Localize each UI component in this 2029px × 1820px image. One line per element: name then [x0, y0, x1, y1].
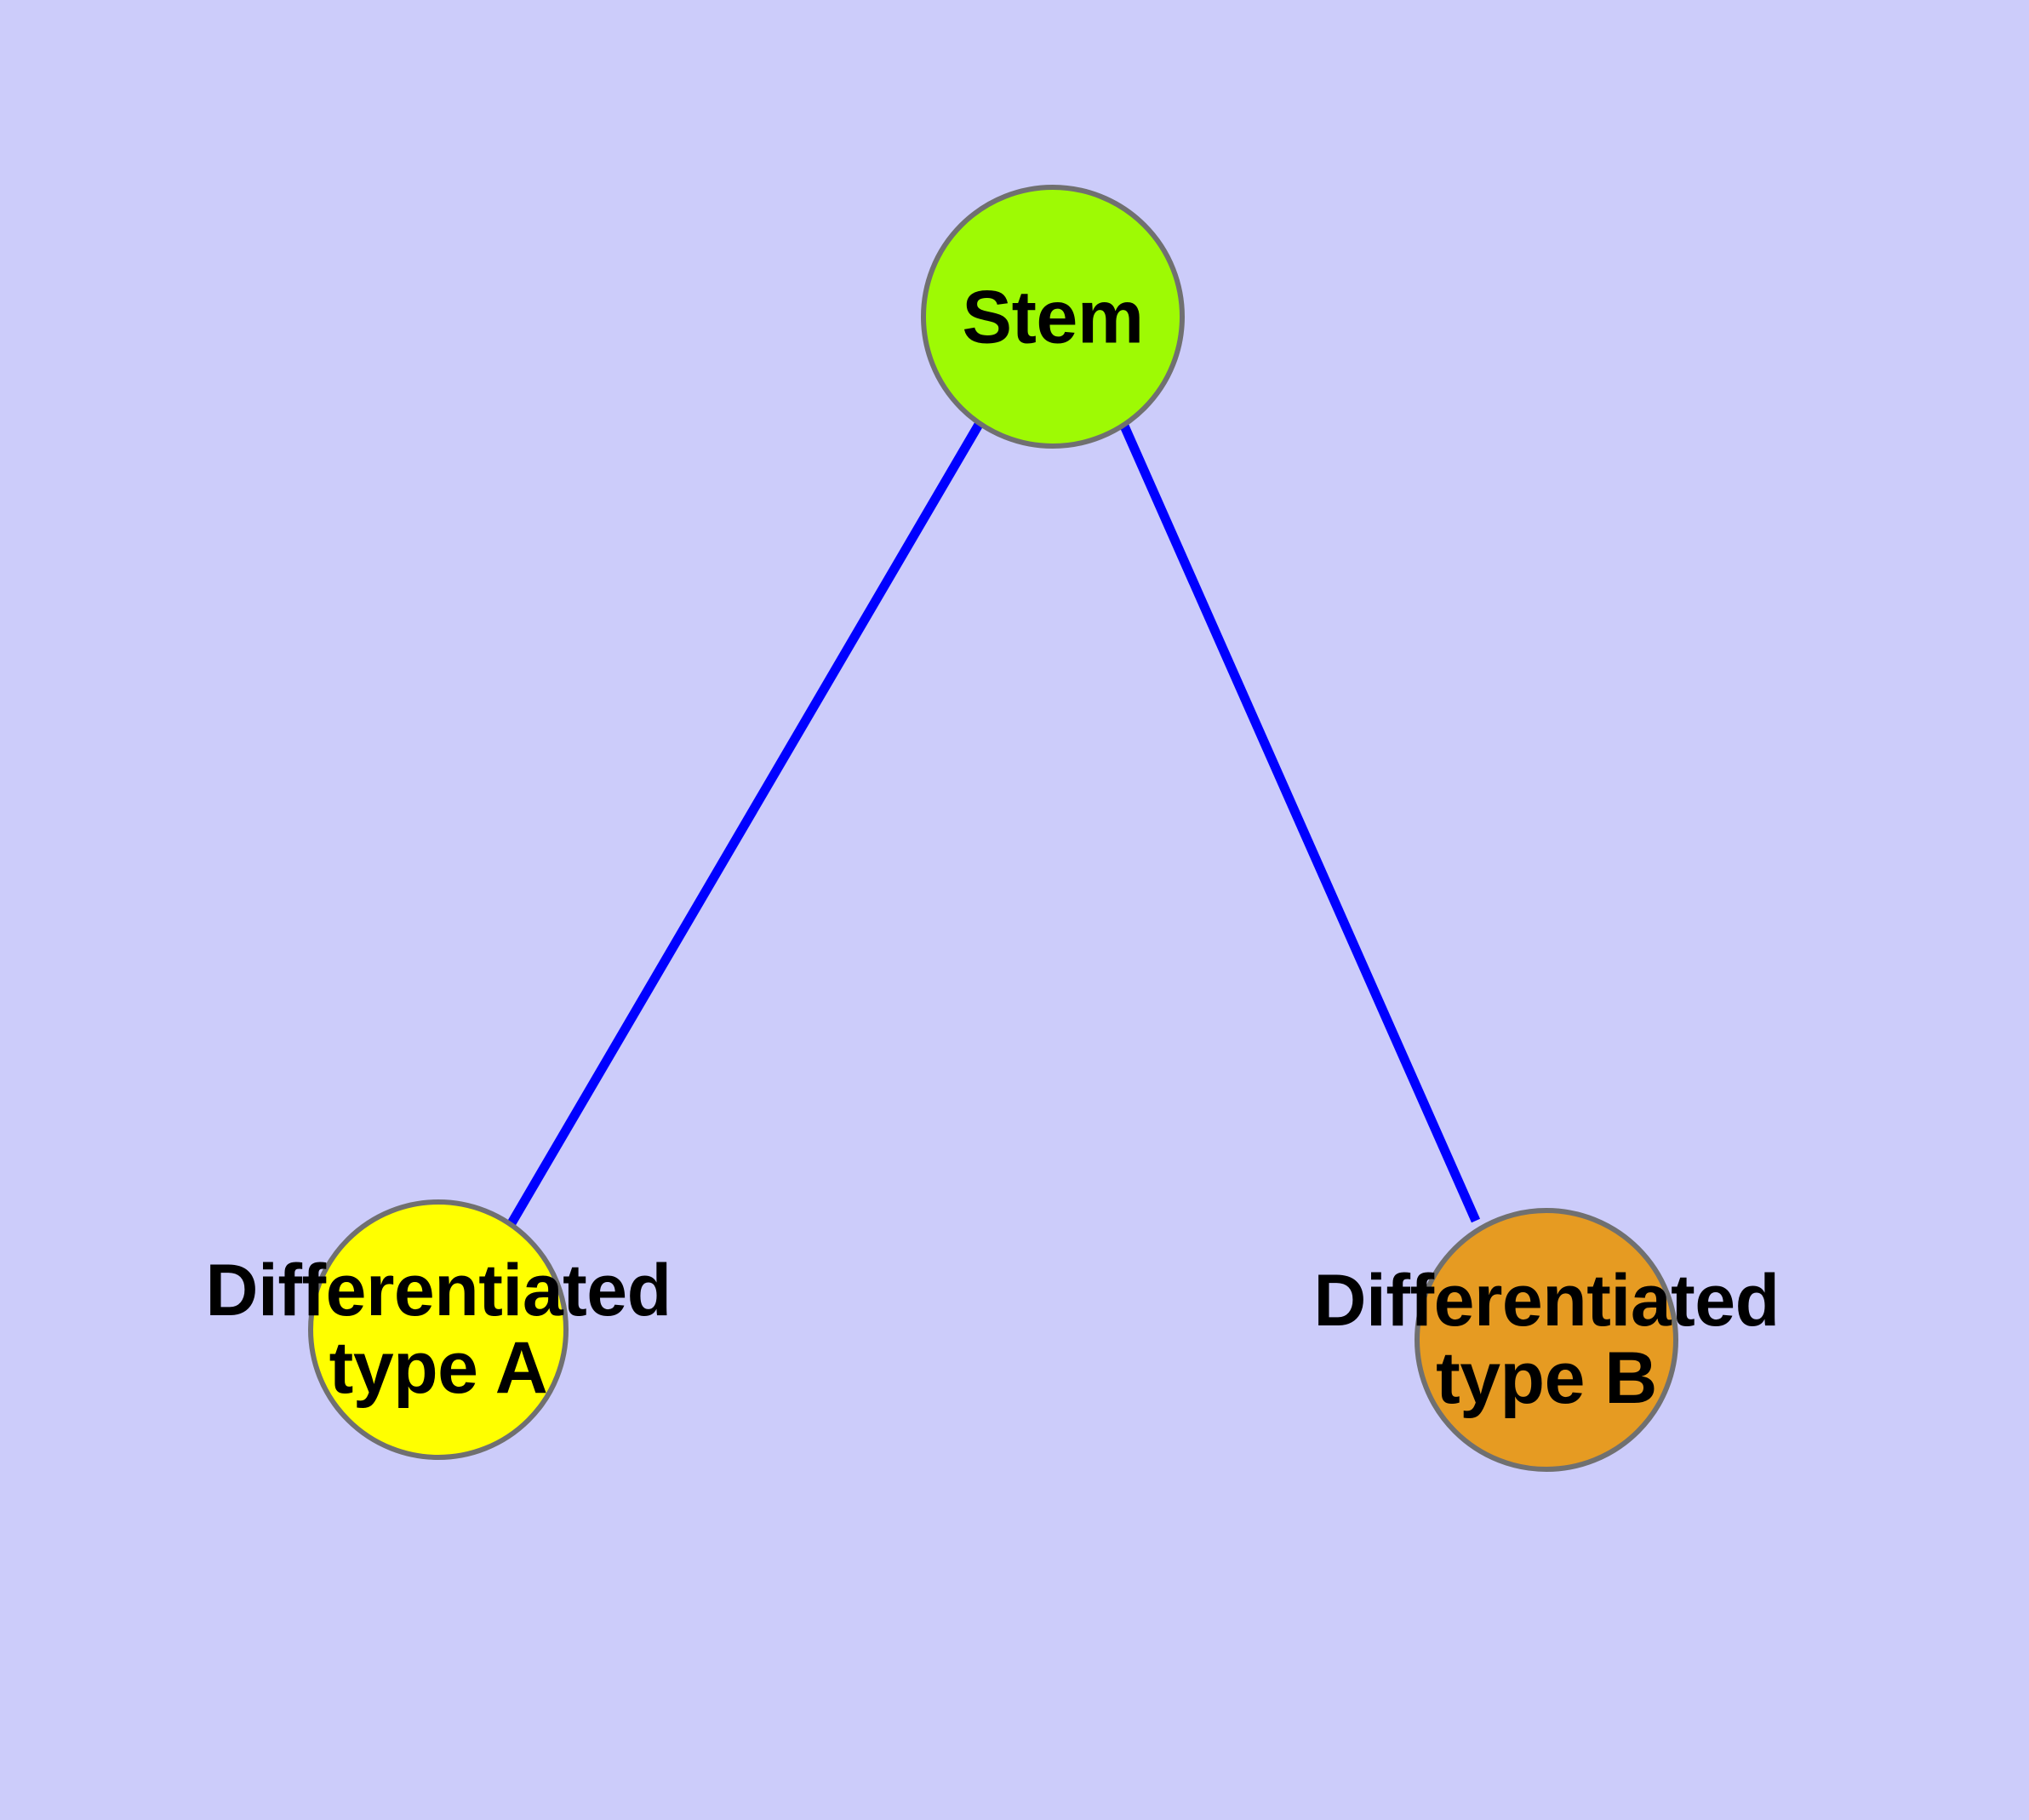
node-circle-diff-b[interactable] [1415, 1208, 1678, 1472]
nodes-group [308, 185, 1678, 1472]
node-circle-stem[interactable] [921, 185, 1185, 449]
edge-stem-to-diff-b[interactable] [1118, 421, 1481, 1223]
edges-group [507, 421, 1481, 1226]
node-circle-diff-a[interactable] [308, 1199, 569, 1460]
edge-stem-to-diff-a[interactable] [507, 421, 984, 1226]
